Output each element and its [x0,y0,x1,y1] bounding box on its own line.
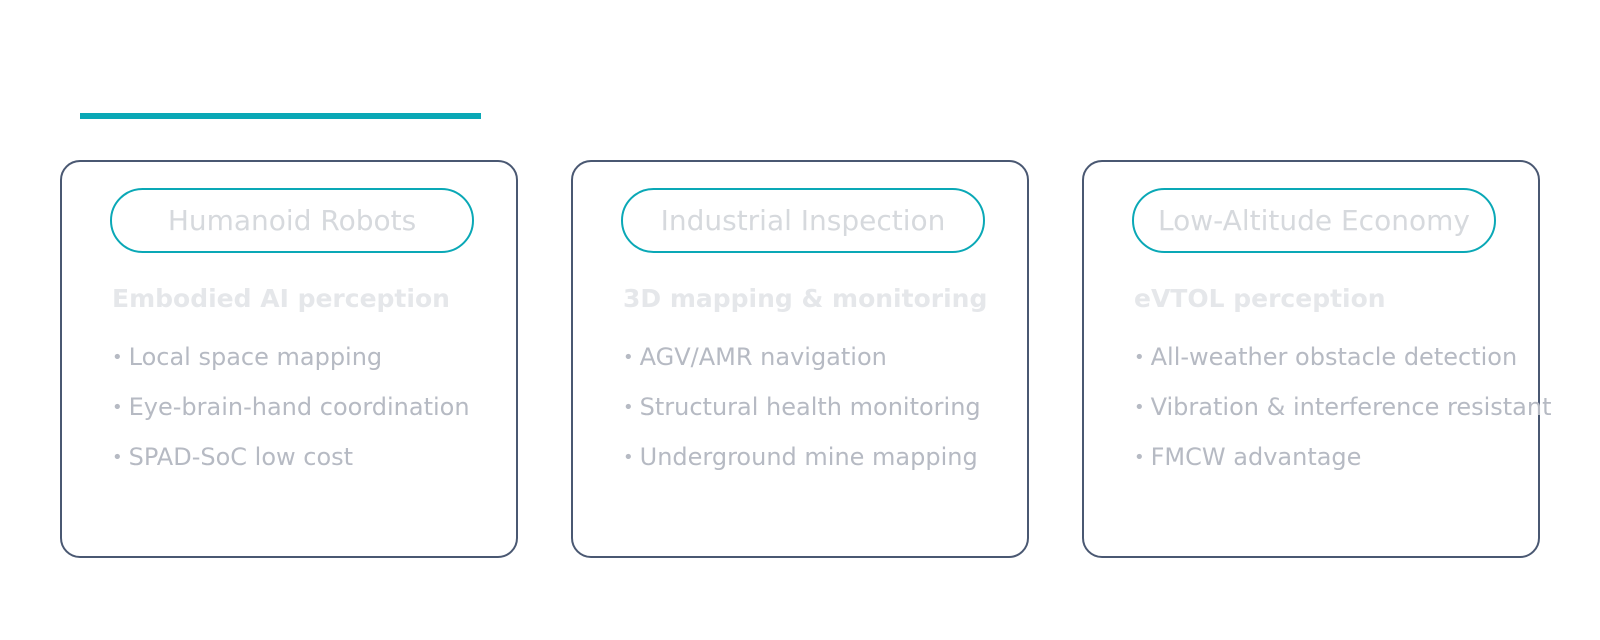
bullet-dot-icon: • [623,447,634,468]
list-item: •AGV/AMR navigation [623,342,981,372]
list-item: •Underground mine mapping [623,442,981,472]
bullet-text: All-weather obstacle detection [1150,343,1518,371]
list-item: •FMCW advantage [1134,442,1552,472]
bullet-dot-icon: • [112,447,123,468]
list-item: •All-weather obstacle detection [1134,342,1552,372]
accent-line [80,113,481,119]
bullet-text: FMCW advantage [1150,443,1362,471]
card-title-pill: Low-Altitude Economy [1132,188,1496,253]
bullet-text: Local space mapping [128,343,383,371]
bullet-text: Vibration & interference resistant [1150,393,1552,421]
bullet-list: •AGV/AMR navigation •Structural health m… [623,342,981,492]
bullet-dot-icon: • [112,397,123,418]
list-item: •Eye-brain-hand coordination [112,392,470,422]
bullet-text: Underground mine mapping [639,443,978,471]
card-subtitle: 3D mapping & monitoring [623,284,988,313]
list-item: •Local space mapping [112,342,470,372]
bullet-text: Eye-brain-hand coordination [128,393,470,421]
bullet-text: Structural health monitoring [639,393,981,421]
card-title-pill: Humanoid Robots [110,188,474,253]
card-industrial-inspection: Industrial Inspection 3D mapping & monit… [571,160,1029,558]
bullet-text: SPAD-SoC low cost [128,443,354,471]
bullet-text: AGV/AMR navigation [639,343,887,371]
list-item: •SPAD-SoC low cost [112,442,470,472]
bullet-dot-icon: • [623,347,634,368]
bullet-dot-icon: • [112,347,123,368]
card-title-pill: Industrial Inspection [621,188,985,253]
card-subtitle: Embodied AI perception [112,284,450,313]
bullet-dot-icon: • [1134,447,1145,468]
card-subtitle: eVTOL perception [1134,284,1386,313]
list-item: •Vibration & interference resistant [1134,392,1552,422]
bullet-dot-icon: • [1134,347,1145,368]
card-humanoid-robots: Humanoid Robots Embodied AI perception •… [60,160,518,558]
bullet-dot-icon: • [1134,397,1145,418]
bullet-list: •All-weather obstacle detection •Vibrati… [1134,342,1552,492]
card-low-altitude-economy: Low-Altitude Economy eVTOL perception •A… [1082,160,1552,558]
bullet-list: •Local space mapping •Eye-brain-hand coo… [112,342,470,492]
bullet-dot-icon: • [623,397,634,418]
list-item: •Structural health monitoring [623,392,981,422]
